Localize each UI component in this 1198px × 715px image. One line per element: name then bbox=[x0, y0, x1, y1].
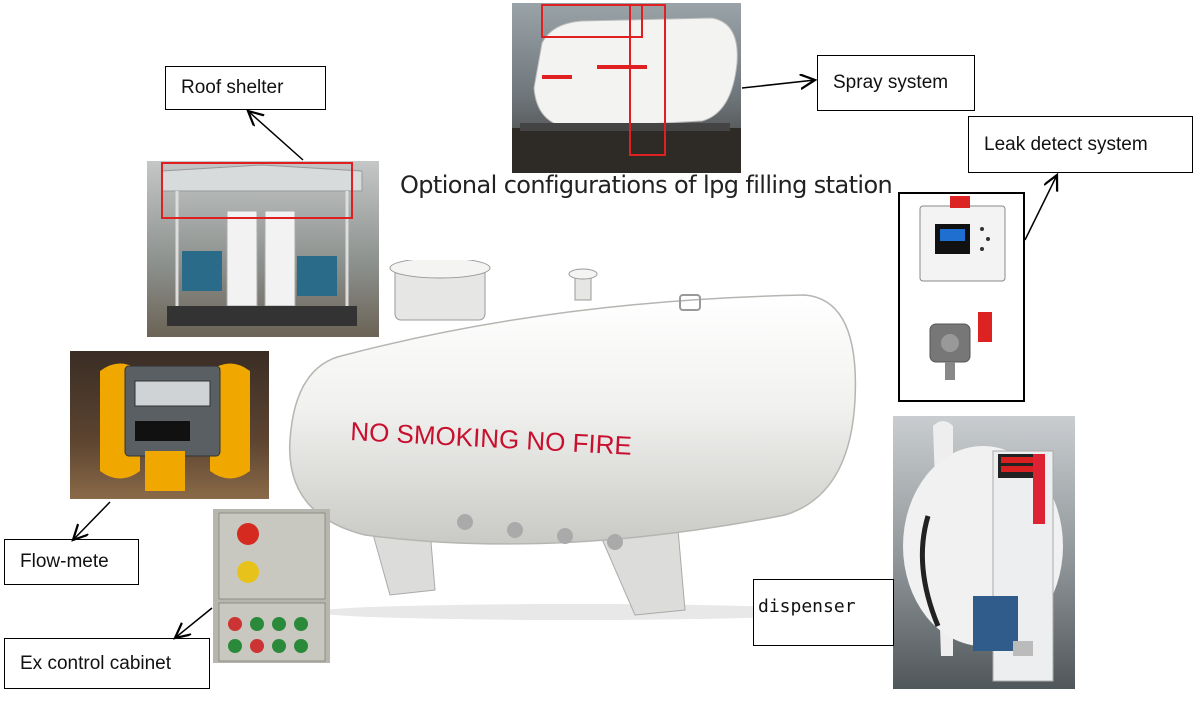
spray-system-photo bbox=[512, 3, 741, 173]
main-lpg-tank: NO SMOKING NO FIRE bbox=[288, 260, 857, 620]
roof-shelter-label: Roof shelter bbox=[165, 66, 326, 110]
leak-detect-label: Leak detect system bbox=[968, 116, 1193, 173]
arrow-roof-shelter bbox=[248, 111, 304, 161]
roof-shelter-photo bbox=[147, 161, 379, 337]
spray-system-label: Spray system bbox=[817, 55, 975, 111]
flow-meter-label: Flow-mete bbox=[4, 539, 139, 585]
arrow-leak-detect bbox=[1024, 175, 1057, 241]
dispenser-label: dispenser bbox=[753, 579, 894, 646]
arrow-ex-cabinet bbox=[175, 607, 213, 638]
page-title: Optional configurations of lpg filling s… bbox=[400, 171, 893, 199]
arrow-spray-system bbox=[741, 80, 815, 88]
flow-meter-photo bbox=[70, 351, 269, 499]
ex-control-cabinet-photo bbox=[213, 509, 330, 663]
ex-cabinet-label: Ex control cabinet bbox=[4, 638, 210, 689]
leak-detect-photo bbox=[898, 192, 1025, 402]
arrow-flow-meter bbox=[73, 501, 111, 540]
dispenser-photo bbox=[893, 416, 1075, 689]
